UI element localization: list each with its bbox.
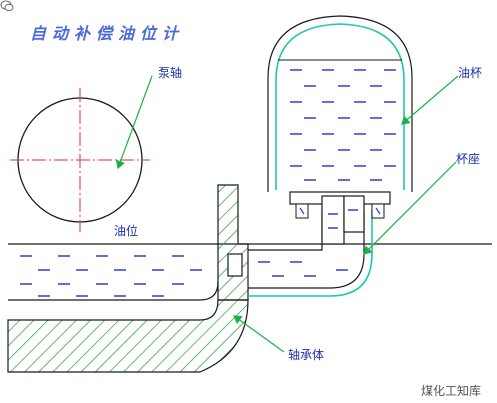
label-oil-level: 油位	[114, 224, 139, 238]
oil-cup	[267, 15, 413, 192]
cup-base	[289, 191, 391, 245]
bearing-housing	[7, 184, 249, 373]
leader-housing	[233, 315, 285, 353]
leader-cup	[401, 75, 459, 125]
sight-plug	[227, 253, 243, 277]
label-housing: 轴承体	[288, 348, 325, 362]
leader-shaft	[115, 75, 153, 170]
leader-base	[363, 161, 457, 255]
watermark: 煤化工知库	[420, 384, 481, 398]
wechat-icon	[0, 0, 14, 12]
cup-stem	[321, 195, 345, 245]
shaft-circle-group	[10, 88, 150, 232]
housing-oil	[20, 255, 202, 297]
cup-outer	[267, 15, 413, 192]
label-cup: 油杯	[458, 66, 483, 80]
cup-oil	[290, 69, 396, 181]
cup-inner	[275, 23, 405, 190]
housing-bottom	[7, 299, 249, 373]
label-shaft: 泵轴	[158, 66, 183, 80]
leader-lines	[115, 75, 459, 353]
label-cup-base: 杯座	[456, 152, 481, 166]
diagram-title: 自动补偿油位计	[30, 24, 185, 43]
housing-wall	[217, 184, 249, 301]
